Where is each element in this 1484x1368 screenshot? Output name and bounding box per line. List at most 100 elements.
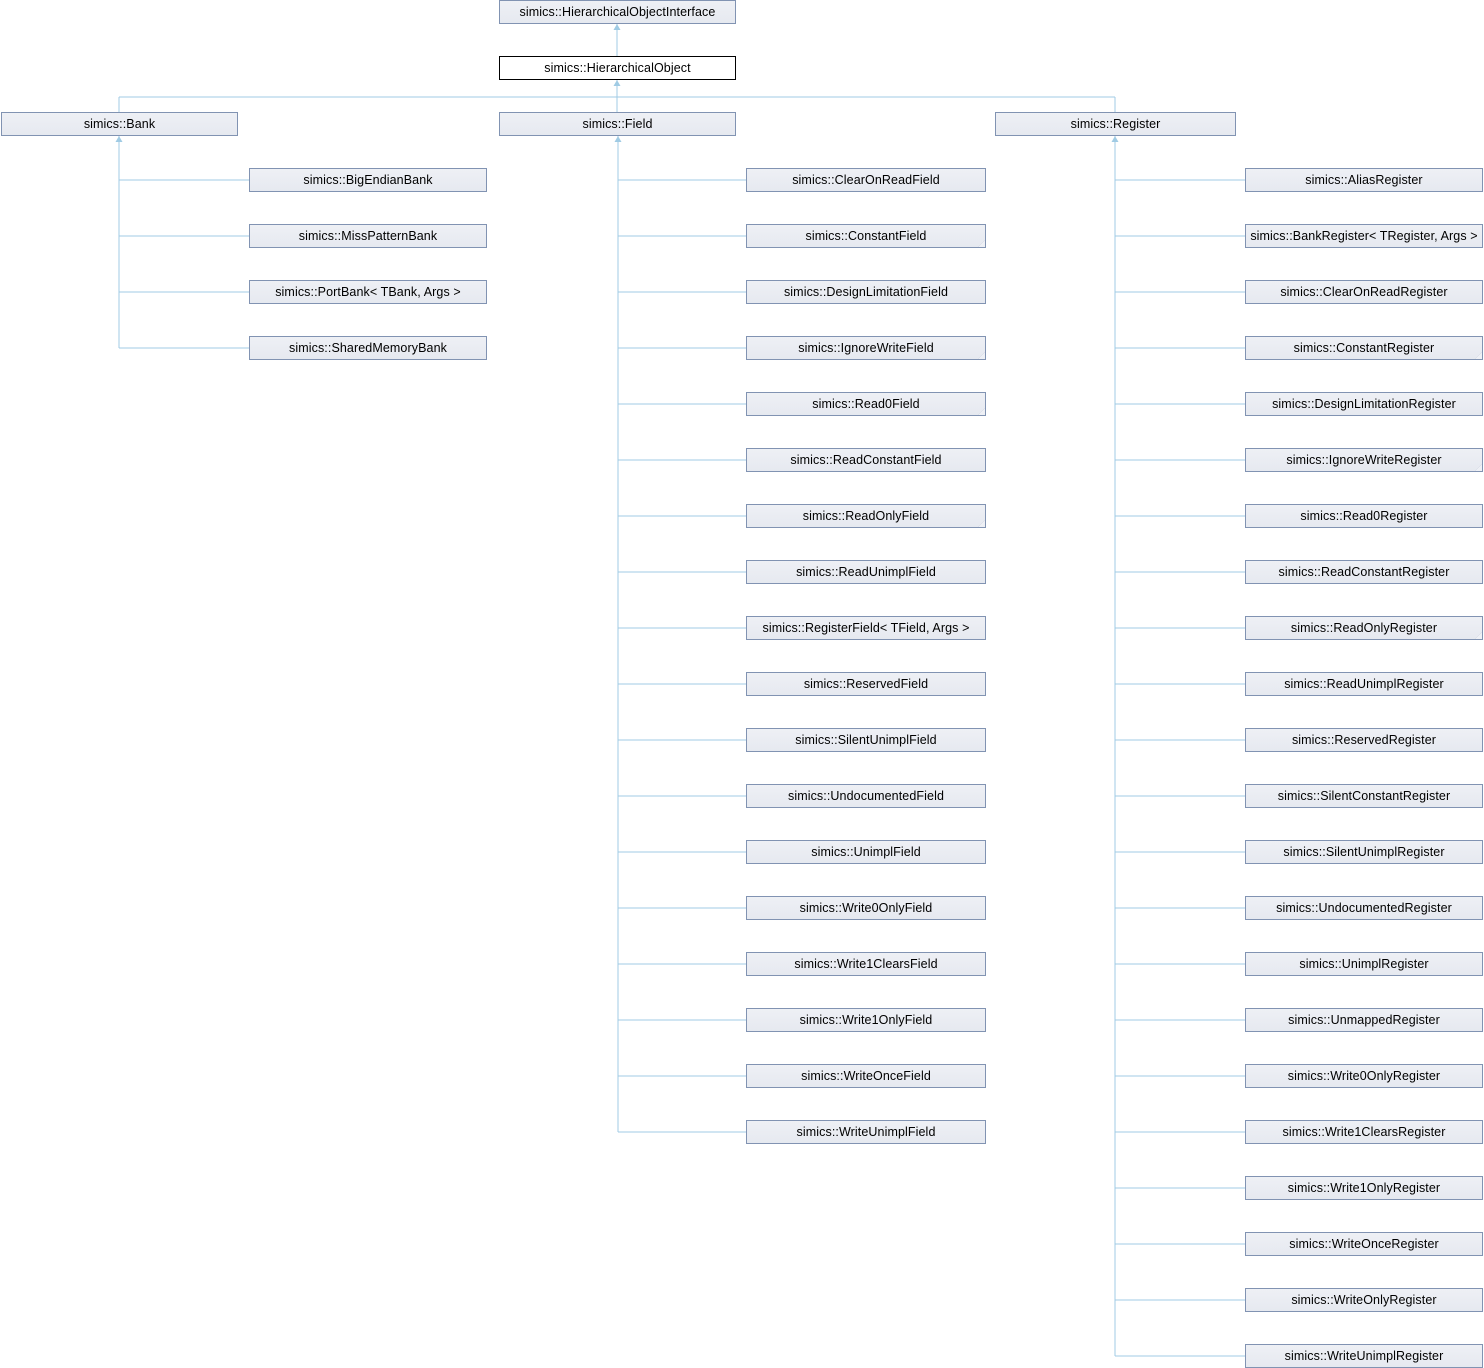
- class-node-label: simics::UnimplField: [811, 844, 921, 859]
- class-node-write0onlyfield[interactable]: simics::Write0OnlyField: [746, 896, 986, 920]
- class-node-label: simics::Read0Field: [812, 396, 920, 411]
- class-node-label: simics::Register: [1070, 116, 1161, 131]
- class-node-write1clearsregister[interactable]: simics::Write1ClearsRegister: [1245, 1120, 1483, 1144]
- class-node-label: simics::WriteUnimplRegister: [1284, 1348, 1444, 1363]
- class-node-label: simics::SilentUnimplField: [795, 732, 937, 747]
- class-node-readonlyregister[interactable]: simics::ReadOnlyRegister: [1245, 616, 1483, 640]
- arrow-bus-to-object: [613, 80, 621, 86]
- class-node-label: simics::ReadOnlyField: [802, 508, 930, 523]
- class-node-read0field[interactable]: simics::Read0Field: [746, 392, 986, 416]
- class-node-label: simics::MissPatternBank: [298, 228, 438, 243]
- class-node-label: simics::UndocumentedRegister: [1276, 900, 1452, 915]
- class-node-writeunimplfield[interactable]: simics::WriteUnimplField: [746, 1120, 986, 1144]
- class-node-label: simics::DesignLimitationField: [783, 284, 949, 299]
- class-node-hierarchicalobjectinterface[interactable]: simics::HierarchicalObjectInterface: [499, 0, 736, 24]
- class-node-unmappedregister[interactable]: simics::UnmappedRegister: [1245, 1008, 1483, 1032]
- class-node-label: simics::HierarchicalObject: [544, 60, 691, 75]
- class-node-write0onlyregister[interactable]: simics::Write0OnlyRegister: [1245, 1064, 1483, 1088]
- class-node-unimplregister[interactable]: simics::UnimplRegister: [1245, 952, 1483, 976]
- class-node-write1onlyfield[interactable]: simics::Write1OnlyField: [746, 1008, 986, 1032]
- class-node-misspatternbank[interactable]: simics::MissPatternBank: [249, 224, 487, 248]
- class-node-readonlyfield[interactable]: simics::ReadOnlyField: [746, 504, 986, 528]
- class-node-aliasregister[interactable]: simics::AliasRegister: [1245, 168, 1483, 192]
- class-node-ignorewritefield[interactable]: simics::IgnoreWriteField: [746, 336, 986, 360]
- class-node-label: simics::SharedMemoryBank: [288, 340, 447, 355]
- class-node-portbank-tbank-args[interactable]: simics::PortBank< TBank, Args >: [249, 280, 487, 304]
- class-node-label: simics::BankRegister< TRegister, Args >: [1250, 228, 1478, 243]
- class-node-label: simics::ReadConstantField: [790, 452, 942, 467]
- class-node-label: simics::UnmappedRegister: [1288, 1012, 1440, 1027]
- class-node-undocumentedfield[interactable]: simics::UndocumentedField: [746, 784, 986, 808]
- class-node-constantfield[interactable]: simics::ConstantField: [746, 224, 986, 248]
- class-node-bank[interactable]: simics::Bank: [1, 112, 238, 136]
- class-node-label: simics::IgnoreWriteRegister: [1286, 452, 1442, 467]
- class-node-label: simics::ReadUnimplField: [796, 564, 936, 579]
- class-node-clearonreadfield[interactable]: simics::ClearOnReadField: [746, 168, 986, 192]
- class-node-label: simics::HierarchicalObjectInterface: [519, 4, 716, 19]
- class-node-hierarchicalobject[interactable]: simics::HierarchicalObject: [499, 56, 736, 80]
- class-node-label: simics::UndocumentedField: [787, 788, 945, 803]
- class-node-label: simics::ConstantRegister: [1293, 340, 1435, 355]
- class-node-constantregister[interactable]: simics::ConstantRegister: [1245, 336, 1483, 360]
- class-node-label: simics::Bank: [83, 116, 156, 131]
- class-node-label: simics::Write0OnlyField: [799, 900, 933, 915]
- class-node-writeonlyregister[interactable]: simics::WriteOnlyRegister: [1245, 1288, 1483, 1312]
- class-node-label: simics::WriteOnceRegister: [1289, 1236, 1439, 1251]
- class-node-silentunimplfield[interactable]: simics::SilentUnimplField: [746, 728, 986, 752]
- class-node-readunimplfield[interactable]: simics::ReadUnimplField: [746, 560, 986, 584]
- class-node-label: simics::Write1ClearsRegister: [1282, 1124, 1446, 1139]
- class-node-label: simics::WriteOnceField: [801, 1068, 931, 1083]
- class-node-label: simics::ReadOnlyRegister: [1290, 620, 1438, 635]
- class-node-label: simics::RegisterField< TField, Args >: [762, 620, 970, 635]
- arrow-register-subclasses-to-parent: [1111, 136, 1119, 142]
- class-node-bigendianbank[interactable]: simics::BigEndianBank: [249, 168, 487, 192]
- class-node-label: simics::WriteUnimplField: [796, 1124, 936, 1139]
- class-node-sharedmemorybank[interactable]: simics::SharedMemoryBank: [249, 336, 487, 360]
- class-node-undocumentedregister[interactable]: simics::UndocumentedRegister: [1245, 896, 1483, 920]
- class-node-writeonceregister[interactable]: simics::WriteOnceRegister: [1245, 1232, 1483, 1256]
- class-node-write1clearsfield[interactable]: simics::Write1ClearsField: [746, 952, 986, 976]
- class-node-label: simics::SilentConstantRegister: [1277, 788, 1451, 803]
- class-node-designlimitationregister[interactable]: simics::DesignLimitationRegister: [1245, 392, 1483, 416]
- class-node-registerfield-tfield-args[interactable]: simics::RegisterField< TField, Args >: [746, 616, 986, 640]
- class-node-ignorewriteregister[interactable]: simics::IgnoreWriteRegister: [1245, 448, 1483, 472]
- class-node-readconstantfield[interactable]: simics::ReadConstantField: [746, 448, 986, 472]
- class-node-writeunimplregister[interactable]: simics::WriteUnimplRegister: [1245, 1344, 1483, 1368]
- class-node-label: simics::ReservedField: [803, 676, 929, 691]
- class-node-label: simics::Write0OnlyRegister: [1287, 1068, 1441, 1083]
- class-node-silentunimplregister[interactable]: simics::SilentUnimplRegister: [1245, 840, 1483, 864]
- class-node-writeoncefield[interactable]: simics::WriteOnceField: [746, 1064, 986, 1088]
- class-node-unimplfield[interactable]: simics::UnimplField: [746, 840, 986, 864]
- class-node-register[interactable]: simics::Register: [995, 112, 1236, 136]
- class-node-field[interactable]: simics::Field: [499, 112, 736, 136]
- class-node-label: simics::ClearOnReadRegister: [1280, 284, 1448, 299]
- class-node-label: simics::DesignLimitationRegister: [1272, 396, 1456, 411]
- class-node-label: simics::ReadUnimplRegister: [1284, 676, 1444, 691]
- class-node-reservedfield[interactable]: simics::ReservedField: [746, 672, 986, 696]
- class-node-label: simics::PortBank< TBank, Args >: [275, 284, 461, 299]
- class-node-label: simics::Write1OnlyField: [799, 1012, 933, 1027]
- class-node-label: simics::AliasRegister: [1305, 172, 1423, 187]
- class-node-label: simics::Read0Register: [1300, 508, 1428, 523]
- class-node-label: simics::UnimplRegister: [1299, 956, 1429, 971]
- class-node-label: simics::ReadConstantRegister: [1278, 564, 1450, 579]
- class-node-silentconstantregister[interactable]: simics::SilentConstantRegister: [1245, 784, 1483, 808]
- class-node-readconstantregister[interactable]: simics::ReadConstantRegister: [1245, 560, 1483, 584]
- class-node-label: simics::ClearOnReadField: [792, 172, 940, 187]
- arrow-field-subclasses-to-parent: [614, 136, 622, 142]
- class-node-read0register[interactable]: simics::Read0Register: [1245, 504, 1483, 528]
- class-node-reservedregister[interactable]: simics::ReservedRegister: [1245, 728, 1483, 752]
- arrow-object-to-interface: [613, 24, 621, 30]
- class-node-bankregister-tregister-args[interactable]: simics::BankRegister< TRegister, Args >: [1245, 224, 1483, 248]
- class-node-label: simics::WriteOnlyRegister: [1291, 1292, 1437, 1307]
- class-node-label: simics::ConstantField: [805, 228, 927, 243]
- class-node-label: simics::Field: [582, 116, 653, 131]
- class-node-designlimitationfield[interactable]: simics::DesignLimitationField: [746, 280, 986, 304]
- class-node-clearonreadregister[interactable]: simics::ClearOnReadRegister: [1245, 280, 1483, 304]
- class-node-label: simics::BigEndianBank: [303, 172, 433, 187]
- class-node-write1onlyregister[interactable]: simics::Write1OnlyRegister: [1245, 1176, 1483, 1200]
- class-node-label: simics::SilentUnimplRegister: [1283, 844, 1445, 859]
- class-node-label: simics::Write1ClearsField: [794, 956, 938, 971]
- class-node-readunimplregister[interactable]: simics::ReadUnimplRegister: [1245, 672, 1483, 696]
